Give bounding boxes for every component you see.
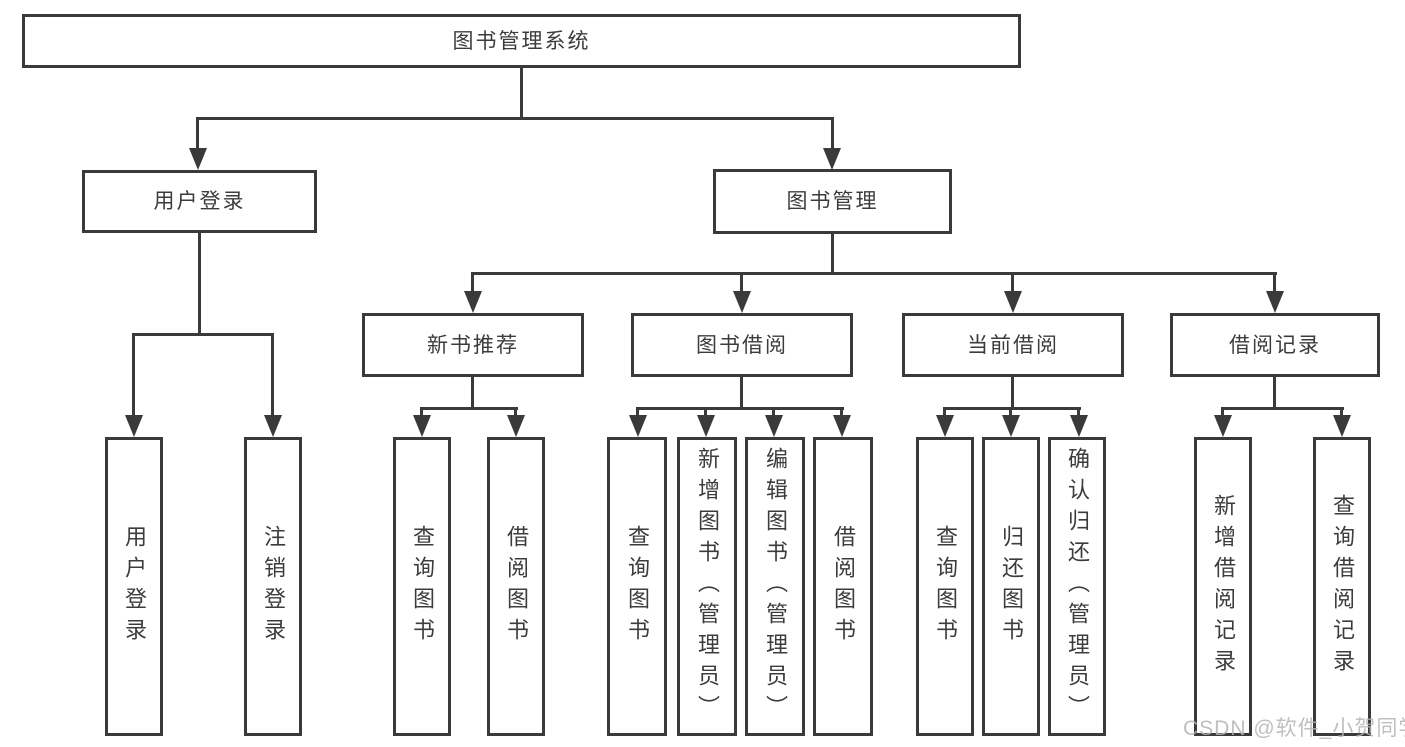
- edge-drop-cb-query: [943, 407, 946, 417]
- edge-drop-cb-return: [1009, 407, 1012, 417]
- node-root: 图书管理系统: [22, 14, 1021, 68]
- leaf-cb-return-books: 归还图书: [982, 437, 1040, 736]
- node-book-management: 图书管理: [713, 169, 952, 234]
- leaf-logout: 注销登录: [244, 437, 302, 736]
- leaf-br-add-record: 新增借阅记录: [1194, 437, 1252, 736]
- arrowhead-cb-confirm: [1070, 415, 1088, 437]
- edge-drop-book-management: [831, 117, 834, 151]
- arrowhead-cb-return: [1002, 415, 1020, 437]
- arrowhead-user-login: [189, 148, 207, 170]
- leaf-bb-query-books-label: 查询图书: [625, 524, 650, 649]
- edge-drop-bb-edit: [772, 407, 775, 417]
- edge-level2-bar: [196, 117, 834, 120]
- edge-br-bar: [1221, 407, 1344, 410]
- edge-book-management-stem: [831, 234, 834, 274]
- edge-drop-nbr-borrow: [514, 407, 517, 417]
- node-user-login: 用户登录: [82, 170, 317, 233]
- arrowhead-nbr-query: [413, 415, 431, 437]
- arrowhead-current-borrowing: [1004, 291, 1022, 313]
- edge-root-stem: [520, 68, 523, 118]
- arrowhead-br-query: [1333, 415, 1351, 437]
- edge-nbr-stem: [471, 375, 474, 409]
- node-borrowing-records-label: 借阅记录: [1229, 333, 1321, 357]
- edge-drop-br-query: [1340, 407, 1343, 417]
- edge-cb-stem: [1011, 375, 1014, 409]
- leaf-cb-return-books-label: 归还图书: [999, 524, 1024, 649]
- arrowhead-bb-query: [629, 415, 647, 437]
- node-book-borrowing-label: 图书借阅: [696, 333, 788, 357]
- edge-drop-br-add: [1221, 407, 1224, 417]
- leaf-cb-confirm-return-label: 确认归还（管理员）: [1065, 447, 1090, 726]
- node-root-label: 图书管理系统: [452, 29, 591, 53]
- edge-drop-leaf-logout: [271, 333, 274, 417]
- leaf-bb-add-books: 新增图书（管理员）: [677, 437, 737, 736]
- node-book-management-label: 图书管理: [786, 190, 879, 213]
- leaf-nbr-query-books: 查询图书: [393, 437, 451, 736]
- arrowhead-book-borrowing: [733, 291, 751, 313]
- leaf-user-login-label: 用户登录: [122, 524, 147, 649]
- leaf-bb-query-books: 查询图书: [607, 437, 667, 736]
- edge-drop-nbr-query: [420, 407, 423, 417]
- node-borrowing-records: 借阅记录: [1170, 313, 1380, 377]
- leaf-nbr-borrow-books-label: 借阅图书: [504, 524, 529, 649]
- node-new-book-recommend: 新书推荐: [362, 313, 584, 377]
- edge-drop-leaf-user-login: [132, 333, 135, 417]
- edge-drop-current-borrowing: [1011, 272, 1014, 293]
- arrowhead-leaf-user-login: [125, 415, 143, 437]
- edge-drop-cb-confirm: [1077, 407, 1080, 417]
- node-current-borrowing: 当前借阅: [902, 313, 1124, 377]
- arrowhead-leaf-logout: [264, 415, 282, 437]
- edge-drop-borrowing-records: [1273, 272, 1276, 293]
- leaf-bb-edit-books-label: 编辑图书（管理员）: [763, 447, 788, 726]
- leaf-logout-label: 注销登录: [261, 524, 286, 649]
- leaf-user-login: 用户登录: [105, 437, 163, 736]
- leaf-nbr-query-books-label: 查询图书: [410, 524, 435, 649]
- leaf-nbr-borrow-books: 借阅图书: [487, 437, 545, 736]
- edge-drop-bb-add: [704, 407, 707, 417]
- edge-drop-book-borrowing: [740, 272, 743, 293]
- leaf-bb-borrow-books-label: 借阅图书: [831, 524, 856, 649]
- leaf-cb-query-books: 查询图书: [916, 437, 974, 736]
- leaf-br-add-record-label: 新增借阅记录: [1211, 493, 1236, 680]
- arrowhead-bb-edit: [765, 415, 783, 437]
- leaf-cb-query-books-label: 查询图书: [933, 524, 958, 649]
- edge-user-login-bar: [132, 333, 274, 336]
- node-new-book-recommend-label: 新书推荐: [427, 333, 519, 357]
- arrowhead-cb-query: [936, 415, 954, 437]
- csdn-watermark: CSDN @软件_小贺同学: [1183, 717, 1405, 740]
- arrowhead-bb-add: [697, 415, 715, 437]
- edge-level3-bar: [471, 272, 1277, 275]
- edge-nbr-bar: [420, 407, 518, 410]
- node-user-login-label: 用户登录: [153, 190, 246, 213]
- edge-drop-bb-borrow: [840, 407, 843, 417]
- edge-drop-bb-query: [636, 407, 639, 417]
- leaf-br-query-record: 查询借阅记录: [1313, 437, 1371, 736]
- leaf-br-query-record-label: 查询借阅记录: [1330, 493, 1355, 680]
- edge-bb-bar: [636, 407, 844, 410]
- edge-bb-stem: [740, 375, 743, 409]
- edge-drop-new-book-recommend: [471, 272, 474, 293]
- node-current-borrowing-label: 当前借阅: [967, 333, 1059, 357]
- leaf-cb-confirm-return: 确认归还（管理员）: [1048, 437, 1106, 736]
- edge-user-login-stem: [198, 232, 201, 336]
- leaf-bb-borrow-books: 借阅图书: [813, 437, 873, 736]
- leaf-bb-add-books-label: 新增图书（管理员）: [695, 447, 720, 726]
- arrowhead-br-add: [1214, 415, 1232, 437]
- arrowhead-new-book-recommend: [464, 291, 482, 313]
- leaf-bb-edit-books: 编辑图书（管理员）: [745, 437, 805, 736]
- node-book-borrowing: 图书借阅: [631, 313, 853, 377]
- arrowhead-bb-borrow: [833, 415, 851, 437]
- edge-drop-user-login: [196, 117, 199, 151]
- arrowhead-nbr-borrow: [507, 415, 525, 437]
- arrowhead-book-management: [823, 148, 841, 170]
- edge-cb-bar: [943, 407, 1081, 410]
- arrowhead-borrowing-records: [1266, 291, 1284, 313]
- edge-br-stem: [1273, 375, 1276, 409]
